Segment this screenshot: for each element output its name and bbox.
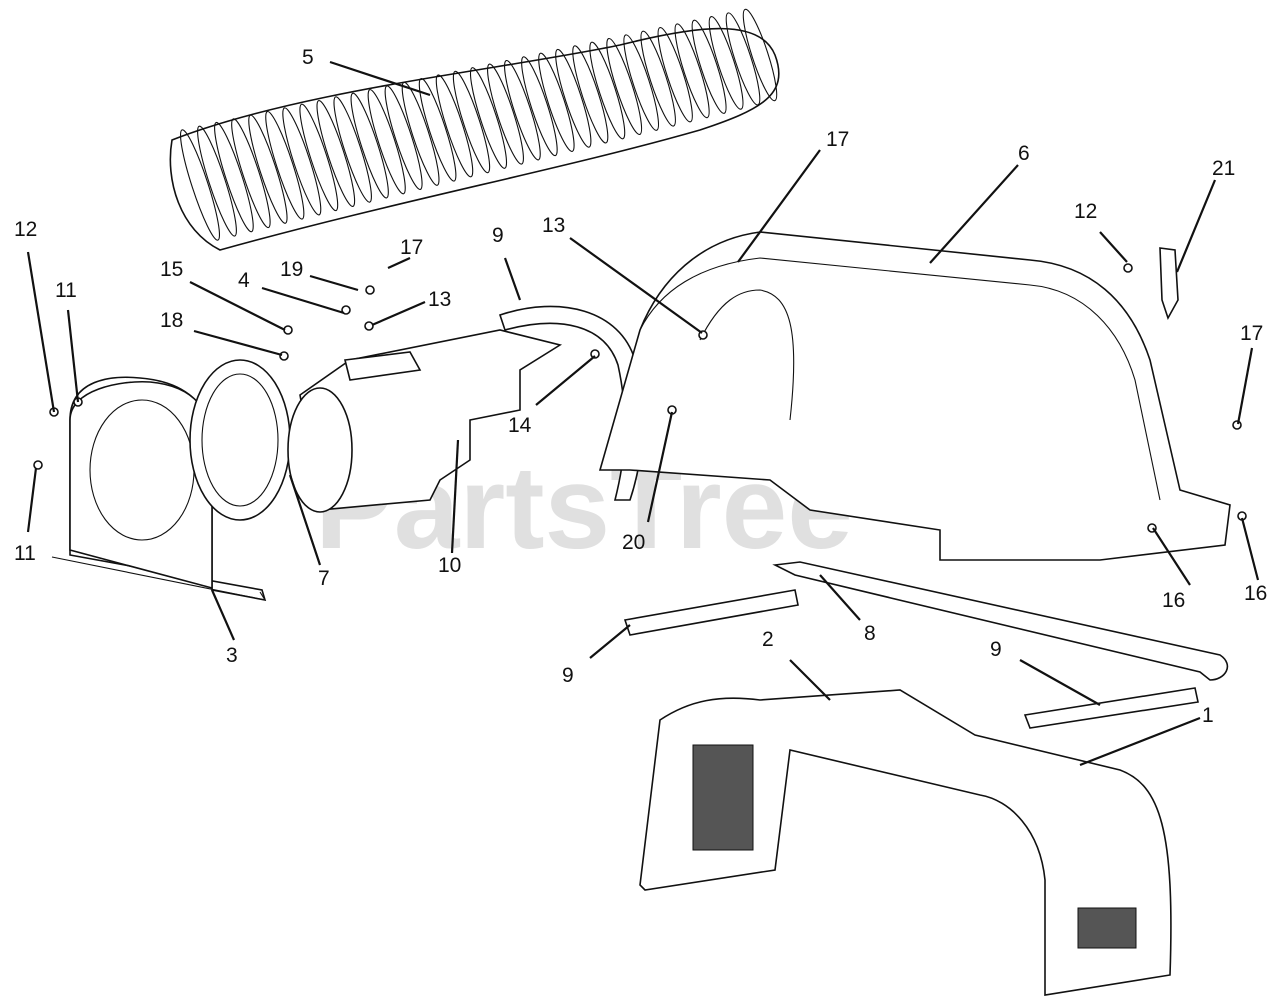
hose-rib: [538, 52, 575, 152]
callout-9[interactable]: 9: [990, 638, 1002, 661]
part-latch[interactable]: [1159, 247, 1179, 320]
part-trim-short-right[interactable]: [1023, 687, 1199, 729]
callout-20[interactable]: 20: [622, 531, 645, 554]
callout-12[interactable]: 12: [14, 218, 37, 241]
hose-rib: [214, 121, 254, 233]
callout-17[interactable]: 17: [1240, 322, 1263, 345]
hose-rib: [674, 23, 710, 119]
hose-rib: [589, 41, 626, 140]
leader-lines: [26, 60, 1260, 767]
hose-rib: [742, 8, 778, 102]
callout-17[interactable]: 17: [400, 236, 423, 259]
callout-1[interactable]: 1: [1202, 704, 1214, 727]
hose-rib: [572, 45, 609, 144]
hose-rib: [179, 129, 221, 241]
callout-19[interactable]: 19: [280, 258, 303, 281]
hose-rib: [452, 70, 491, 174]
callout-14[interactable]: 14: [508, 414, 532, 437]
hose-rib: [606, 37, 643, 136]
hose-rib: [657, 27, 693, 123]
hose-rib: [333, 96, 372, 203]
hose-rib: [197, 125, 237, 237]
hose-rib: [401, 81, 440, 186]
callout-7[interactable]: 7: [318, 567, 330, 590]
hose-rib: [384, 85, 423, 191]
hose-rib: [231, 118, 271, 229]
callout-13[interactable]: 13: [428, 288, 451, 311]
part-mounting-plate[interactable]: [51, 376, 267, 602]
callout-15[interactable]: 15: [160, 258, 183, 281]
hose-rib: [265, 110, 305, 220]
callout-2[interactable]: 2: [762, 628, 774, 651]
part-trim-curved[interactable]: [498, 305, 644, 501]
callout-8[interactable]: 8: [864, 622, 876, 645]
hose-rib: [640, 30, 676, 127]
part-trim-long[interactable]: [772, 561, 1229, 681]
callout-17[interactable]: 17: [826, 128, 849, 151]
hose-rib: [299, 103, 339, 212]
part-trim-short-left[interactable]: [623, 589, 799, 636]
callout-4[interactable]: 4: [238, 269, 250, 292]
callout-11[interactable]: 11: [55, 279, 77, 302]
hose-rib: [691, 19, 727, 114]
hose-rib: [316, 100, 356, 207]
part-lower-shroud[interactable]: [639, 689, 1172, 996]
callout-13[interactable]: 13: [542, 214, 565, 237]
hose-rib: [521, 56, 558, 157]
callout-3[interactable]: 3: [226, 644, 238, 667]
callout-10[interactable]: 10: [438, 554, 461, 577]
hose-rib: [623, 34, 660, 131]
hose-rib: [504, 59, 541, 161]
hose-rib: [350, 92, 389, 199]
callout-18[interactable]: 18: [160, 309, 183, 332]
callout-16[interactable]: 16: [1162, 589, 1185, 612]
hose-rib: [725, 12, 761, 106]
callout-labels: 5 17 6 21 12 12 11 11 15 4 19 17 9 13 13…: [14, 46, 1267, 727]
hose-rib: [282, 107, 322, 216]
callout-11[interactable]: 11: [14, 542, 36, 565]
callout-9[interactable]: 9: [562, 664, 574, 687]
callout-21[interactable]: 21: [1212, 157, 1235, 180]
hose-rib: [248, 114, 288, 224]
hose-rib: [708, 16, 744, 110]
callout-12[interactable]: 12: [1074, 200, 1097, 223]
hose-rib: [435, 74, 474, 178]
hose-rib: [487, 63, 524, 165]
callout-16[interactable]: 16: [1244, 582, 1267, 605]
part-main-hood[interactable]: [598, 231, 1231, 561]
callout-5[interactable]: 5: [302, 46, 314, 69]
hose-rib: [367, 89, 406, 195]
hose-rib: [555, 48, 592, 148]
callout-9[interactable]: 9: [492, 224, 504, 247]
hose-rib: [469, 67, 508, 169]
hose-rib: [418, 78, 457, 182]
part-adapter-housing[interactable]: [287, 329, 563, 513]
callout-6[interactable]: 6: [1018, 142, 1030, 165]
part-gasket-ring[interactable]: [189, 359, 291, 521]
part-hose[interactable]: [169, 7, 782, 251]
